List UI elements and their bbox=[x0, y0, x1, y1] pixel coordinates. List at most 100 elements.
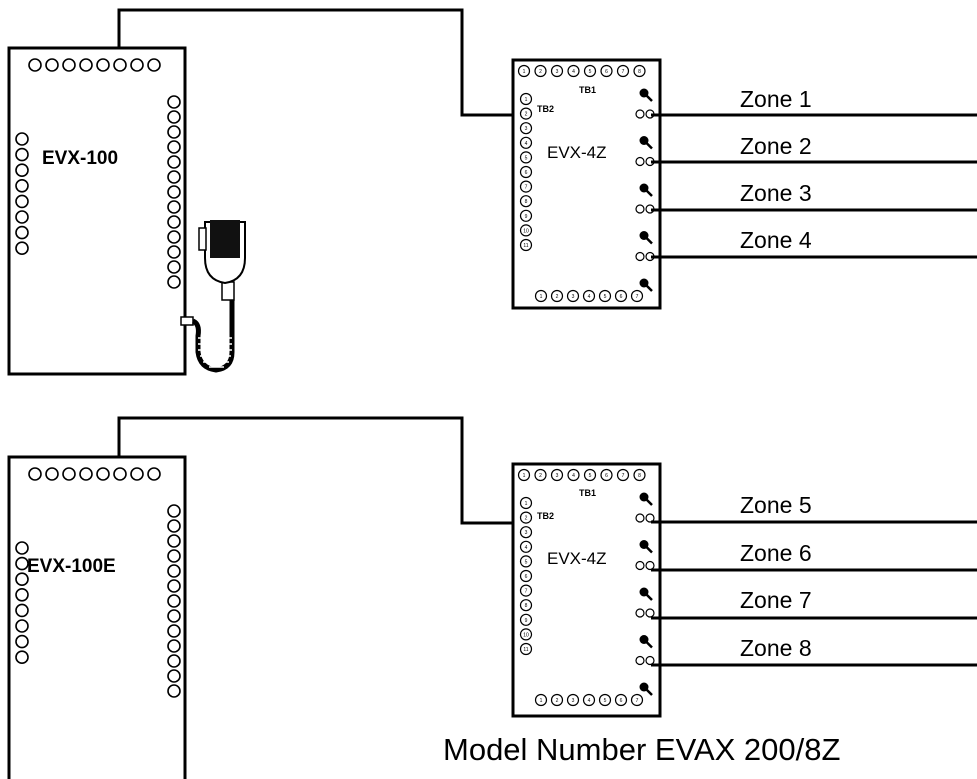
zone-output-terminal bbox=[635, 109, 645, 119]
tb1-terminal bbox=[550, 468, 564, 482]
amplifier-terminal bbox=[167, 215, 181, 229]
level-knob-icon bbox=[639, 492, 653, 506]
tb2-terminal bbox=[519, 526, 533, 539]
amplifier-terminal bbox=[130, 467, 144, 481]
terminal-number: 7 bbox=[636, 698, 639, 704]
terminal-number: 3 bbox=[525, 530, 528, 536]
terminal-number: 3 bbox=[556, 69, 559, 75]
terminal-number: 2 bbox=[539, 69, 542, 75]
tb1-terminal bbox=[534, 64, 547, 78]
amplifier-terminal bbox=[79, 58, 93, 72]
terminal-number: 6 bbox=[605, 69, 608, 75]
terminal-number: 2 bbox=[539, 473, 542, 479]
amplifier-top-terminals-1 bbox=[28, 58, 161, 72]
tb2-terminal bbox=[519, 628, 533, 641]
terminal-number: 2 bbox=[556, 698, 559, 704]
module-tb2-label-1: TB2 bbox=[537, 104, 554, 114]
zone-output-terminal bbox=[645, 560, 655, 571]
terminal-number: 8 bbox=[525, 199, 528, 205]
zone-output-terminal bbox=[635, 513, 645, 523]
amplifier-terminal bbox=[167, 564, 181, 578]
amplifier-terminal bbox=[79, 467, 93, 481]
zone-label: Zone 1 bbox=[740, 86, 812, 112]
tb2-terminal bbox=[519, 613, 533, 626]
tb2-terminal bbox=[519, 92, 533, 106]
tb1-terminal bbox=[534, 468, 547, 482]
amplifier-terminal bbox=[167, 245, 181, 259]
terminal-number: 1 bbox=[540, 294, 543, 300]
tb2-terminal bbox=[519, 136, 533, 149]
terminal-number: 9 bbox=[525, 214, 528, 220]
terminal-number: 7 bbox=[622, 473, 625, 479]
zone-output-terminal bbox=[645, 513, 655, 523]
amplifier-terminal bbox=[62, 58, 76, 72]
bottom-terminal bbox=[550, 693, 564, 707]
terminal-number: 1 bbox=[525, 97, 528, 103]
module-label-2: EVX-4Z bbox=[547, 549, 607, 568]
tb2-terminal bbox=[519, 540, 533, 553]
level-knob-icon bbox=[639, 635, 653, 649]
amplifier-terminal bbox=[167, 594, 181, 608]
amplifier-terminal bbox=[167, 534, 181, 548]
bottom-terminal bbox=[566, 289, 580, 303]
tb2-terminal bbox=[519, 195, 533, 208]
amplifier-terminal bbox=[167, 504, 181, 518]
zone-label: Zone 4 bbox=[740, 227, 812, 253]
tb1-terminal bbox=[583, 468, 597, 482]
amplifier-terminal bbox=[15, 179, 29, 193]
zone-output-terminal bbox=[635, 251, 645, 262]
terminal-number: 5 bbox=[525, 155, 528, 161]
zone-output-terminal bbox=[635, 560, 645, 571]
amplifier-terminal bbox=[15, 241, 29, 255]
terminal-number: 5 bbox=[604, 294, 607, 300]
zone-output-terminal bbox=[635, 608, 645, 618]
terminal-number: 9 bbox=[525, 618, 528, 624]
module-tb1-label-2: TB1 bbox=[579, 488, 596, 498]
amplifier-terminal bbox=[167, 155, 181, 169]
terminal-number: 7 bbox=[636, 294, 639, 300]
terminal-number: 5 bbox=[525, 559, 528, 565]
terminal-number: 1 bbox=[523, 69, 526, 75]
zone-outputs-1: Zone 1 Zone 2 Zone 3 Zone 4 bbox=[651, 86, 977, 259]
terminal-number: 4 bbox=[572, 473, 575, 479]
amplifier-terminal bbox=[167, 275, 181, 289]
amplifier-terminal bbox=[28, 58, 42, 72]
terminal-number: 2 bbox=[525, 516, 528, 522]
amp-to-module-wire-2 bbox=[117, 416, 513, 525]
amp-to-module-wire-1 bbox=[117, 8, 513, 117]
zone-output-terminal bbox=[645, 608, 655, 618]
terminal-number: 8 bbox=[525, 603, 528, 609]
terminal-number: 4 bbox=[572, 69, 575, 75]
zone-output-terminal bbox=[645, 655, 655, 666]
terminal-number: 6 bbox=[620, 698, 623, 704]
tb2-terminal bbox=[519, 555, 533, 568]
level-knob-icon bbox=[639, 231, 653, 245]
tb2-terminal bbox=[519, 224, 533, 237]
amplifier-label-1: EVX-100 bbox=[42, 148, 118, 169]
terminal-number: 11 bbox=[523, 243, 528, 249]
amplifier-terminal bbox=[15, 147, 29, 162]
bottom-terminal bbox=[598, 693, 612, 707]
tb1-terminal bbox=[633, 468, 646, 482]
bottom-terminal bbox=[614, 693, 628, 707]
terminal-number: 1 bbox=[525, 501, 528, 507]
bottom-terminal bbox=[550, 289, 564, 303]
amplifier-terminal bbox=[15, 194, 29, 209]
terminal-number: 5 bbox=[604, 698, 607, 704]
tb1-terminal bbox=[567, 64, 580, 78]
amplifier-terminal bbox=[15, 634, 29, 649]
amplifier-terminal bbox=[147, 467, 161, 481]
amplifier-terminal bbox=[167, 654, 181, 668]
model-number: Model Number EVAX 200/8Z bbox=[443, 732, 840, 767]
amplifier-label-2: EVX-100E bbox=[27, 556, 116, 577]
zone-label: Zone 2 bbox=[740, 133, 812, 159]
terminal-number: 6 bbox=[525, 574, 528, 580]
amplifier-terminal bbox=[96, 58, 110, 72]
terminal-number: 4 bbox=[525, 545, 528, 551]
terminal-number: 8 bbox=[638, 69, 641, 75]
amplifier-terminal bbox=[15, 163, 29, 177]
tb1-terminal bbox=[517, 468, 531, 482]
zone-output-terminal bbox=[635, 655, 645, 666]
